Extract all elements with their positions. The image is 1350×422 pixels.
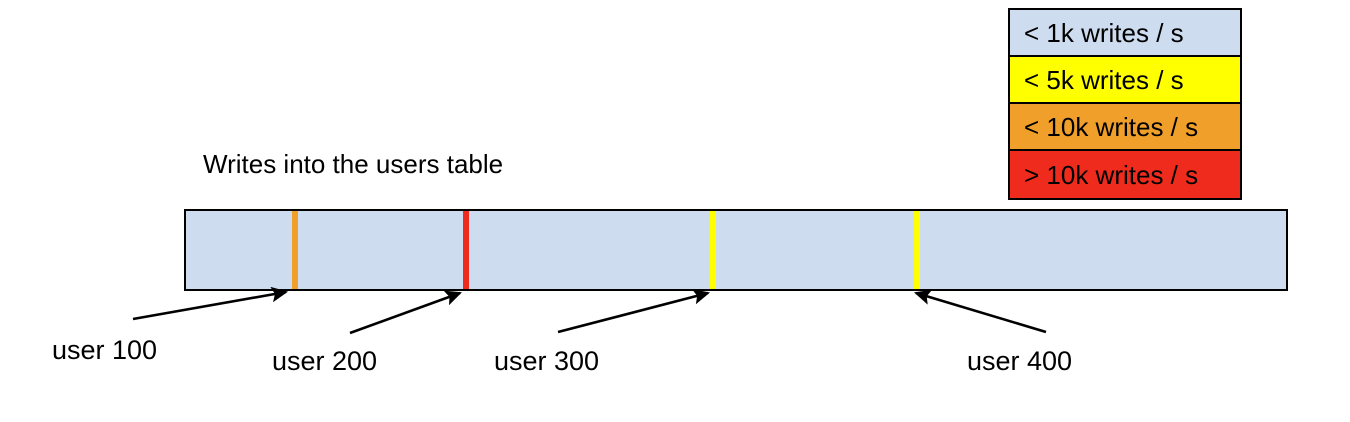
annotation-label-user-100: user 100	[52, 335, 158, 365]
arrow-user-200	[349, 290, 462, 335]
arrow-user-400	[914, 289, 1047, 334]
legend-row-lt-1k: < 1k writes / s	[1010, 10, 1240, 57]
marker-user-300	[709, 211, 716, 289]
annotation-label-user-300: user 300	[494, 346, 600, 376]
legend-label-gt-10k: > 10k writes / s	[1024, 159, 1199, 190]
marker-user-400	[914, 211, 921, 289]
legend-label-lt-1k: < 1k writes / s	[1024, 17, 1184, 48]
diagram-caption: Writes into the users table	[203, 149, 504, 179]
legend-label-lt-10k: < 10k writes / s	[1024, 111, 1199, 142]
legend-row-lt-10k: < 10k writes / s	[1010, 104, 1240, 151]
legend-row-lt-5k: < 5k writes / s	[1010, 57, 1240, 104]
marker-user-100	[291, 211, 298, 289]
annotation-label-user-200: user 200	[272, 346, 378, 376]
marker-user-200	[463, 211, 470, 289]
write-rate-legend: < 1k writes / s < 5k writes / s < 10k wr…	[1008, 8, 1242, 200]
legend-row-gt-10k: > 10k writes / s	[1010, 151, 1240, 198]
legend-label-lt-5k: < 5k writes / s	[1024, 64, 1184, 95]
arrow-user-300	[557, 289, 711, 334]
arrow-user-100	[132, 286, 289, 321]
annotation-label-user-400: user 400	[967, 346, 1073, 376]
users-table-bar	[184, 209, 1288, 291]
